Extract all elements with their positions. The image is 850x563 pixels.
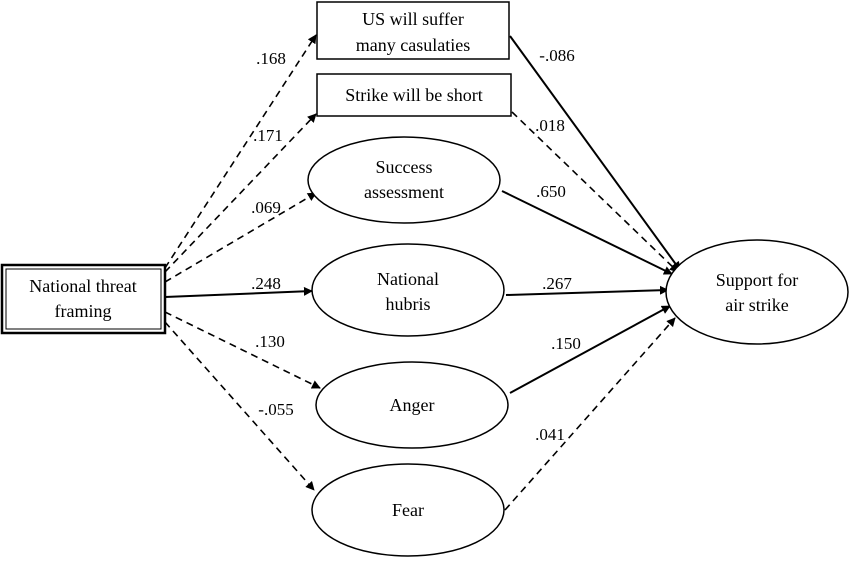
- path-framing-casualties: [164, 34, 317, 269]
- coef-framing-casualties: .168: [256, 49, 286, 68]
- node-anger: Anger: [315, 361, 509, 449]
- path-success-support: [501, 190, 673, 275]
- path-casualties-support: [509, 35, 681, 271]
- coef-casualties-support: -.086: [539, 46, 574, 65]
- path-hubris-support: [505, 285, 669, 296]
- coef-success-support: .650: [536, 182, 566, 201]
- node-label: Strike will be short: [345, 85, 483, 105]
- node-support-for-air-strike: Support for air strike: [665, 239, 849, 345]
- path-short-support: [511, 111, 679, 273]
- paths-layer: [164, 34, 681, 511]
- coefficients-layer: .168 .171 .069 .248 .130 -.055 -.086 .01…: [251, 46, 581, 444]
- path-anger-support: [509, 305, 671, 394]
- node-national-threat-framing: National threat framing: [0, 263, 167, 335]
- node-label: Support for: [716, 270, 799, 290]
- path-framing-anger: [164, 311, 321, 389]
- node-label: many casulaties: [356, 35, 470, 55]
- node-success-assessment: Success assessment: [307, 136, 501, 224]
- node-label: hubris: [386, 294, 431, 314]
- path-fear-support: [504, 317, 676, 511]
- path-framing-fear: [164, 321, 315, 491]
- coef-framing-fear: -.055: [258, 400, 293, 419]
- node-us-will-suffer-casualties: US will suffer many casulaties: [316, 1, 510, 60]
- node-national-hubris: National hubris: [311, 243, 505, 337]
- node-label: Fear: [392, 500, 424, 520]
- coef-framing-anger: .130: [255, 332, 285, 351]
- node-label: National threat: [29, 276, 136, 296]
- node-strike-will-be-short: Strike will be short: [316, 73, 512, 117]
- coef-framing-short: .171: [253, 126, 283, 145]
- node-label: US will suffer: [362, 9, 464, 29]
- coef-framing-success: .069: [251, 198, 281, 217]
- node-label: assessment: [364, 182, 444, 202]
- node-label: National: [377, 269, 439, 289]
- coef-anger-support: .150: [551, 334, 581, 353]
- path-framing-hubris: [164, 286, 313, 298]
- path-framing-short: [164, 113, 317, 273]
- coef-framing-hubris: .248: [251, 274, 281, 293]
- node-label: air strike: [725, 295, 788, 315]
- node-label: Anger: [390, 395, 435, 415]
- node-label: framing: [55, 301, 112, 321]
- path-framing-success: [164, 192, 317, 283]
- coef-short-support: .018: [535, 116, 565, 135]
- node-fear: Fear: [311, 463, 505, 557]
- coef-hubris-support: .267: [542, 274, 572, 293]
- coef-fear-support: .041: [535, 425, 565, 444]
- node-label: Success: [376, 157, 433, 177]
